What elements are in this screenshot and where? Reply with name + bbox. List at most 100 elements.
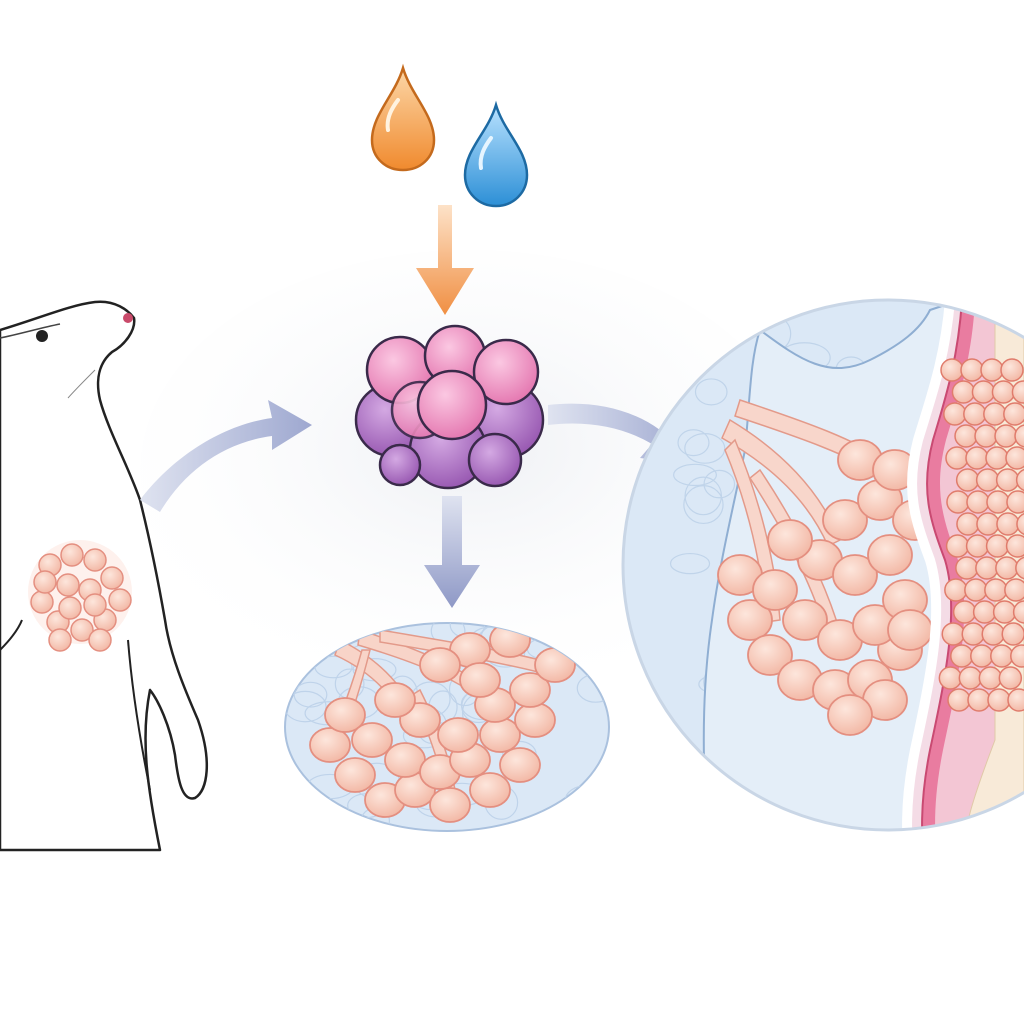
alveolus-icon (727, 599, 773, 641)
dense-alveolus-icon (971, 380, 996, 404)
dense-alveolus-icon (975, 556, 999, 580)
dense-alveolus-icon (983, 402, 1007, 426)
tissue-cell-icon (564, 784, 609, 817)
dense-alveolus-icon (974, 424, 998, 448)
dense-alveolus-icon (992, 600, 1017, 624)
dense-alveolus-icon (998, 666, 1023, 690)
dense-alveolus-icon (1015, 468, 1024, 492)
alveolus-icon (469, 772, 511, 808)
dense-alveolus-icon (991, 380, 1016, 404)
gland-alveolus-icon (60, 543, 84, 567)
dense-alveolus-icon (985, 446, 1009, 470)
alveolus-icon (514, 702, 556, 738)
dense-alveolus-icon (958, 666, 983, 690)
hormone-orange-highlight-icon (385, 98, 400, 132)
tissue-cell-icon (703, 469, 736, 499)
dense-alveolus-icon (967, 688, 991, 712)
alveolus-icon (827, 694, 873, 736)
tissue-cell-icon (299, 793, 331, 817)
arrow-hormones-to-cells (416, 205, 474, 315)
dense-alveolus-icon (980, 358, 1004, 382)
dense-alveolus-icon (965, 534, 990, 558)
tissue-cell-icon (684, 432, 726, 464)
gland-alveolus-icon (56, 573, 80, 597)
gland-alveolus-icon (88, 628, 112, 652)
dense-alveolus-icon (996, 512, 1020, 536)
gland-alveolus-icon (83, 593, 107, 617)
dense-alveolus-icon (952, 600, 977, 624)
alveolus-icon (867, 534, 913, 576)
alveolus-icon (437, 717, 479, 753)
dense-alveolus-icon (945, 446, 969, 470)
dense-alveolus-icon (956, 512, 980, 536)
dense-alveolus-icon (961, 622, 985, 646)
dense-alveolus-icon (984, 578, 1008, 602)
dense-alveolus-icon (994, 424, 1018, 448)
arrow-cells-to-organoid (424, 496, 480, 608)
dense-alveolus-icon (946, 490, 970, 514)
alveolus-icon (459, 662, 501, 698)
alveolus-icon (324, 697, 366, 733)
alveolus-icon (509, 672, 551, 708)
dense-alveolus-icon (943, 402, 967, 426)
dense-alveolus-icon (947, 688, 971, 712)
mouse-nose-icon (123, 313, 133, 323)
alveolus-icon (374, 682, 416, 718)
gland-alveolus-icon (108, 588, 132, 612)
gland-alveolus-icon (48, 628, 72, 652)
dense-alveolus-icon (1016, 512, 1024, 536)
dense-alveolus-icon (955, 468, 980, 492)
tissue-cell-icon (314, 655, 353, 679)
alveolus-icon (752, 569, 798, 611)
alveolus-icon (384, 742, 426, 778)
dense-alveolus-icon (1006, 490, 1024, 514)
cell-cluster-icon (354, 324, 545, 490)
dense-alveolus-icon (981, 622, 1005, 646)
alveolus-icon (429, 787, 471, 823)
tissue-cell-icon (684, 476, 723, 516)
tissue-cell-icon (293, 681, 328, 708)
dense-alveolus-icon (963, 402, 987, 426)
tissue-cell-icon (325, 814, 364, 831)
dense-alveolus-icon (1004, 578, 1024, 602)
dense-alveolus-icon (1010, 644, 1024, 668)
alveolus-icon (309, 727, 351, 763)
tissue-magnified-icon (621, 298, 1024, 832)
dense-alveolus-icon (940, 358, 964, 382)
dense-alveolus-icon (951, 380, 976, 404)
alveolus-icon (887, 609, 933, 651)
dense-alveolus-icon (960, 358, 984, 382)
dense-alveolus-icon (975, 468, 1000, 492)
dense-alveolus-icon (945, 534, 970, 558)
dense-alveolus-icon (1000, 358, 1024, 382)
dense-alveolus-icon (941, 622, 965, 646)
hormone-blue-highlight-icon (478, 136, 493, 170)
alveolus-icon (767, 519, 813, 561)
dense-alveolus-icon (990, 644, 1014, 668)
dense-alveolus-icon (1001, 622, 1024, 646)
tissue-cell-icon (673, 463, 717, 487)
tissue-cell-icon (669, 552, 711, 575)
dense-alveolus-icon (987, 688, 1011, 712)
dense-alveolus-icon (995, 556, 1019, 580)
organoid-lobule-icon (284, 622, 610, 832)
dense-alveolus-icon (964, 578, 988, 602)
mammary-gland-icon (28, 540, 132, 652)
gland-alveolus-icon (83, 548, 107, 572)
gland-alveolus-icon (58, 596, 82, 620)
hormone-orange-droplet-icon (370, 63, 436, 172)
dense-alveolus-icon (995, 468, 1020, 492)
tissue-cell-icon (683, 484, 724, 525)
alveolus-icon (832, 554, 878, 596)
alveolus-icon (782, 599, 828, 641)
dense-alveolus-icon (950, 644, 974, 668)
alveolus-icon (747, 634, 793, 676)
alveolus-icon (351, 722, 393, 758)
dense-alveolus-icon (965, 446, 989, 470)
alveolus-icon (822, 499, 868, 541)
dense-alveolus-icon (954, 424, 978, 448)
arrow-mouse-to-cells (140, 400, 312, 512)
dense-alveolus-icon (1007, 688, 1024, 712)
mouse-eye-icon (36, 330, 48, 342)
